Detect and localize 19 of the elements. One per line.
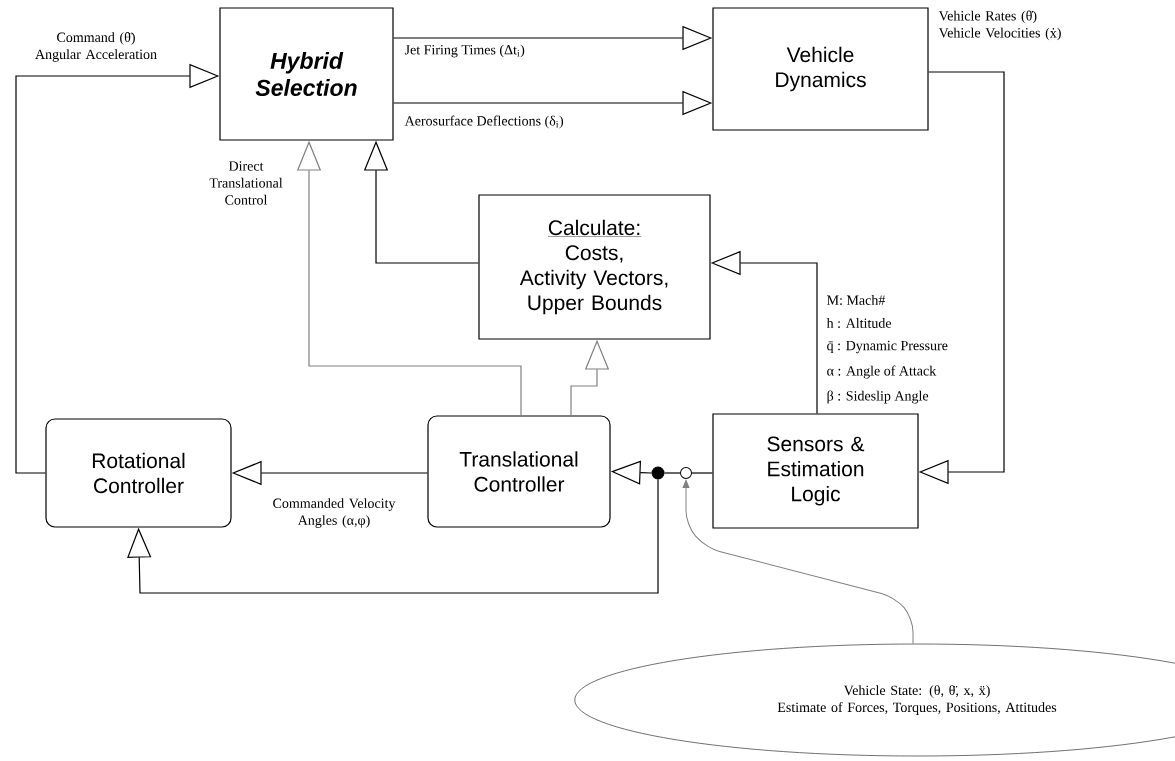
edge-label: Jet Firing Times (Δt$_{i}$) [403, 43, 526, 59]
process-box: Hybrid Selection [219, 7, 394, 141]
arrow [682, 479, 914, 645]
variable-label: q̄ : Dynamic Pressure [827, 340, 948, 354]
process-box: Calculate: Costs, Activity Vectors, Upper Bounds [478, 194, 711, 340]
variable-label: β : Sideslip Angle [827, 390, 929, 404]
variable-label: h : Altitude [826, 318, 892, 328]
edge-label: Direct Translational Control [205, 160, 287, 206]
variable-label: M: Mach# [827, 295, 886, 305]
edge-label: Aerosurface Deflections (δ$_{i}$) [403, 114, 565, 130]
controller-box: Translational Controller [427, 415, 611, 528]
process-box: Vehicle Dynamics [712, 7, 929, 131]
controller-box: Rotational Controller [45, 418, 232, 528]
edge-label: Commanded Velocity Angles (α,φ) [268, 497, 400, 529]
variable-label: α : Angle of Attack [827, 365, 937, 379]
process-box: Sensors & Estimation Logic [712, 413, 919, 529]
edge-label: Command (θ̈) Angular Acceleration [33, 31, 159, 63]
arrow [127, 478, 659, 594]
edge-label: Vehicle Rates (θ̇) Vehicle Velocities (ẋ) [937, 9, 1072, 42]
